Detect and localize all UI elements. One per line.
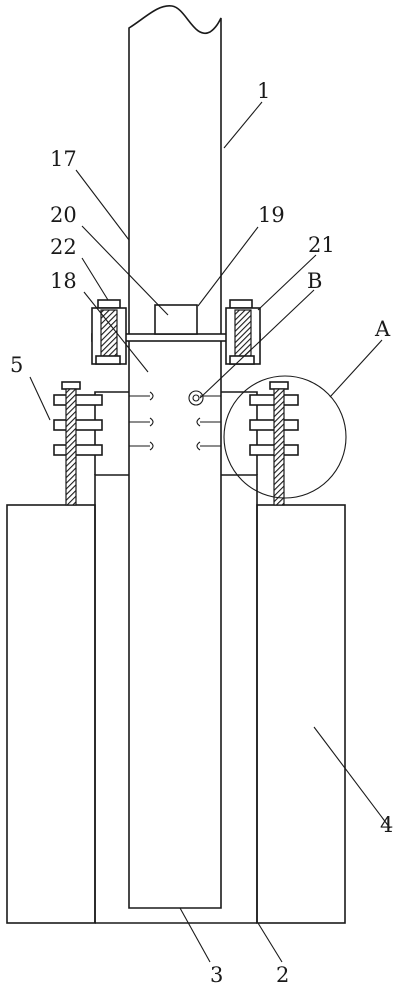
right-base-block [256, 504, 346, 924]
detail-b-inner [192, 394, 200, 402]
left-bolt-shaft [65, 388, 77, 506]
detail-b-circle [188, 390, 204, 406]
right-clamp-spring [234, 309, 252, 363]
left-clamp-foot [95, 355, 121, 365]
label-21: 21 [308, 233, 335, 257]
label-2: 2 [276, 963, 289, 987]
left-spring-pins [129, 391, 154, 451]
label-19: 19 [258, 203, 285, 227]
detail-a-circle [223, 375, 347, 499]
right-bolt-head [269, 381, 289, 390]
label-a: A [374, 317, 391, 341]
main-rod [128, 5, 222, 909]
leader-lines [29, 101, 391, 963]
label-b: B [307, 269, 322, 293]
label-17: 17 [50, 147, 77, 171]
label-22: 22 [50, 235, 77, 259]
left-bolt-bracket-3 [53, 444, 103, 456]
left-bolt-head [61, 381, 81, 390]
left-base-block [6, 504, 96, 924]
right-clamp-cap [229, 299, 253, 309]
left-clamp-cap [97, 299, 121, 309]
label-5: 5 [10, 353, 23, 377]
label-1: 1 [257, 79, 270, 103]
label-18: 18 [50, 269, 77, 293]
locking-block [154, 304, 198, 335]
right-clamp-foot [229, 355, 255, 365]
label-4: 4 [380, 813, 393, 837]
label-3: 3 [210, 963, 223, 987]
left-bolt-bracket-1 [53, 394, 103, 406]
right-bolt-shaft [273, 388, 285, 506]
right-spring-pins [196, 395, 221, 451]
left-clamp-spring [100, 309, 118, 363]
left-bolt-bracket-2 [53, 419, 103, 431]
label-20: 20 [50, 203, 77, 227]
